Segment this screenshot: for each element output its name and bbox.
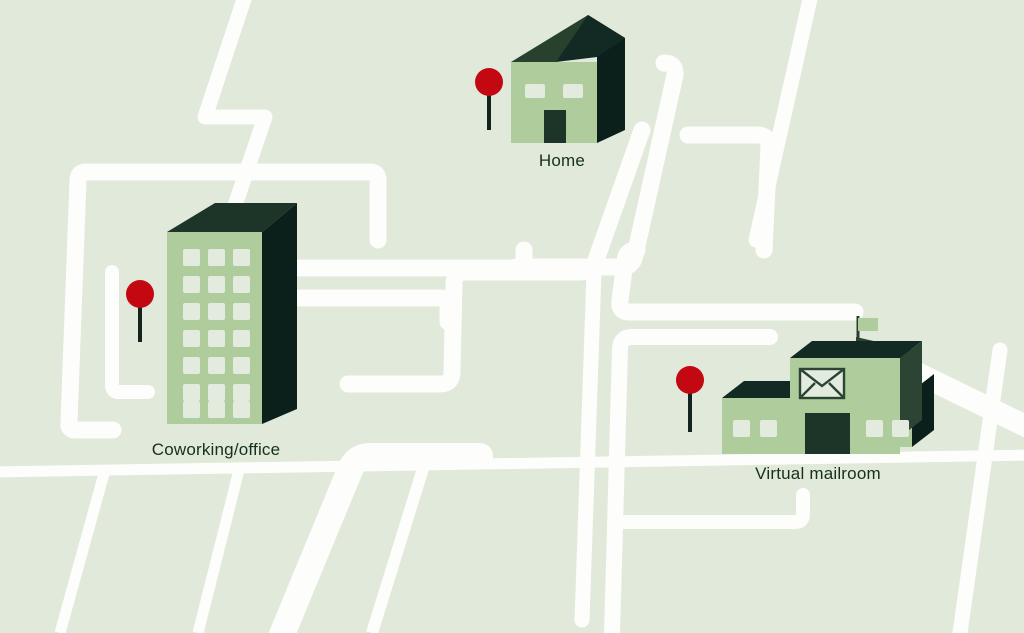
mailroom-center-side	[900, 341, 922, 437]
road-office-hook	[105, 265, 155, 399]
office-building-icon	[167, 203, 297, 424]
map-pin-home[interactable]	[475, 68, 503, 130]
mailroom-building-icon	[722, 316, 934, 454]
house-window-left	[525, 84, 545, 98]
house-roof-top	[556, 15, 625, 62]
road-right-upper-block	[679, 126, 778, 259]
road-mailroom-approach	[604, 329, 778, 633]
map-pin-mailroom[interactable]	[676, 366, 704, 432]
mailroom-left-wing-face	[722, 398, 790, 454]
map-pin-coworking[interactable]	[126, 280, 154, 342]
road-left-block	[60, 163, 387, 439]
location-home[interactable]: Home	[475, 15, 625, 170]
road-right-branch	[611, 241, 864, 321]
pin-head	[475, 68, 503, 96]
mailroom-left-wing-roof	[722, 381, 812, 398]
road-bottom-left-edge	[54, 468, 111, 633]
location-label-coworking: Coworking/office	[152, 440, 281, 459]
mailroom-window	[866, 420, 883, 437]
road-lower-horizontal	[0, 449, 1024, 478]
pin-head	[126, 280, 154, 308]
mailroom-window	[760, 420, 777, 437]
envelope-icon	[798, 367, 846, 400]
road-bottom-wide	[268, 443, 493, 633]
house-icon	[511, 15, 625, 143]
mailroom-window	[733, 420, 750, 437]
mailroom-center-roof	[790, 341, 922, 358]
road-mailroom-hook	[618, 488, 810, 529]
flag-icon	[858, 318, 878, 331]
location-label-home: Home	[539, 151, 585, 170]
house-window-right	[563, 84, 583, 98]
location-label-mailroom: Virtual mailroom	[755, 464, 881, 483]
house-door	[544, 110, 566, 143]
road-bottom-diag-1	[192, 464, 246, 633]
road-midright-drop	[574, 264, 602, 628]
office-windows	[183, 249, 250, 418]
location-virtual-mailroom[interactable]: Virtual mailroom	[676, 316, 934, 483]
mailroom-window	[892, 420, 909, 437]
mailroom-door	[805, 413, 850, 454]
road-bottom-diag-2	[366, 460, 431, 633]
location-coworking-office[interactable]: Coworking/office	[126, 203, 297, 459]
road-far-right-vertical	[952, 342, 1008, 633]
pin-head	[676, 366, 704, 394]
office-side	[262, 203, 297, 424]
office-roof	[167, 203, 297, 232]
